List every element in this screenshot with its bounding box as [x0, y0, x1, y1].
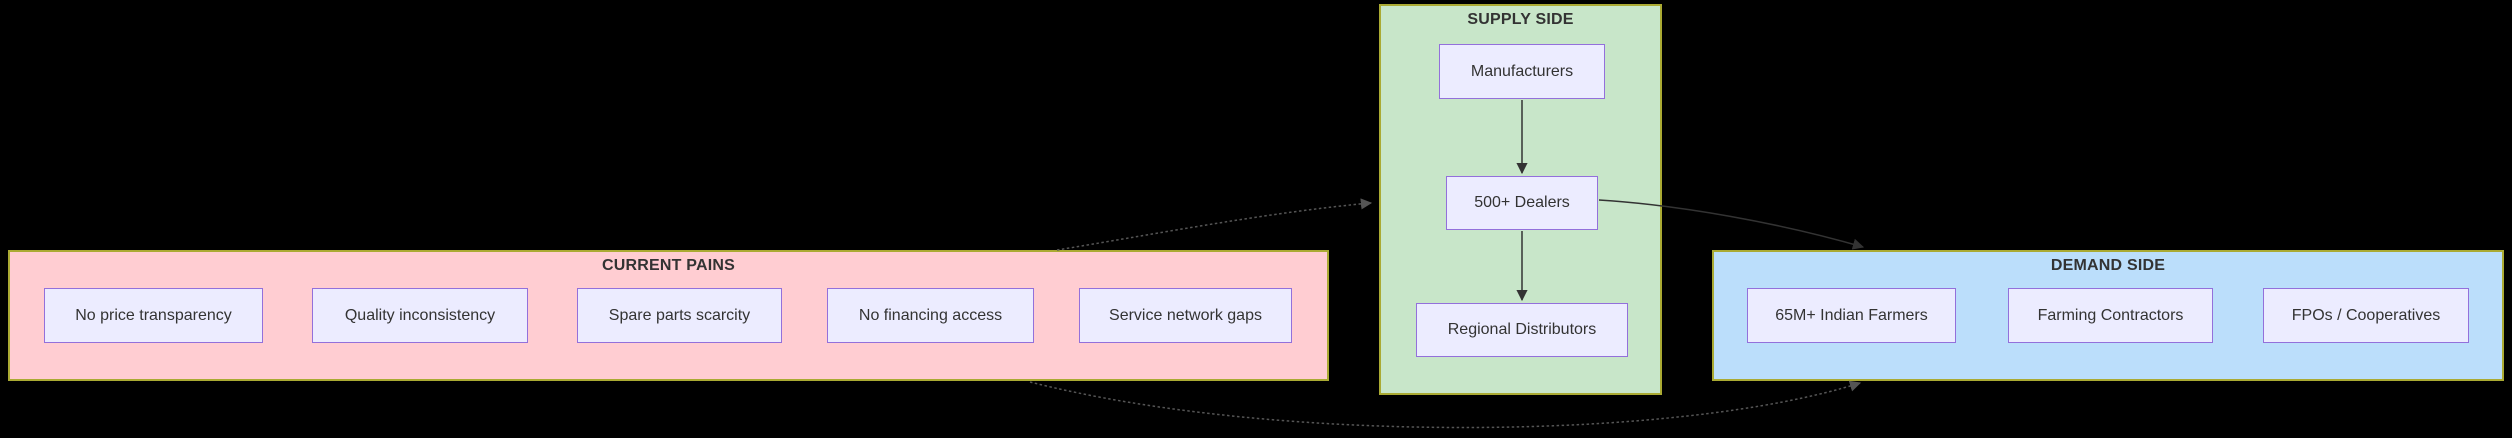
cluster-title-supply-side: SUPPLY SIDE — [1467, 11, 1574, 28]
node-regional-distributors: Regional Distributors — [1416, 303, 1628, 357]
node-no-price-transparency: No price transparency — [44, 288, 263, 343]
node-fpos-cooperatives: FPOs / Cooperatives — [2263, 288, 2469, 343]
cluster-title-demand-side: DEMAND SIDE — [2050, 257, 2166, 274]
node-service-network-gaps: Service network gaps — [1079, 288, 1292, 343]
node-quality-inconsistency: Quality inconsistency — [312, 288, 528, 343]
node-no-financing-access: No financing access — [827, 288, 1034, 343]
edge-current-pains-to-supply-side — [1056, 198, 1373, 251]
node-spare-parts-scarcity: Spare parts scarcity — [577, 288, 782, 343]
cluster-demand-side: DEMAND SIDE 65M+ Indian Farmers Farming … — [1712, 250, 2504, 381]
node-65m-indian-farmers: 65M+ Indian Farmers — [1747, 288, 1956, 343]
node-500-dealers: 500+ Dealers — [1446, 176, 1598, 230]
node-farming-contractors: Farming Contractors — [2008, 288, 2213, 343]
cluster-title-current-pains: CURRENT PAINS — [602, 257, 735, 274]
cluster-current-pains: CURRENT PAINS No price transparency Qual… — [8, 250, 1329, 381]
cluster-supply-side: SUPPLY SIDE Manufacturers 500+ Dealers R… — [1379, 4, 1662, 395]
node-manufacturers: Manufacturers — [1439, 44, 1605, 99]
